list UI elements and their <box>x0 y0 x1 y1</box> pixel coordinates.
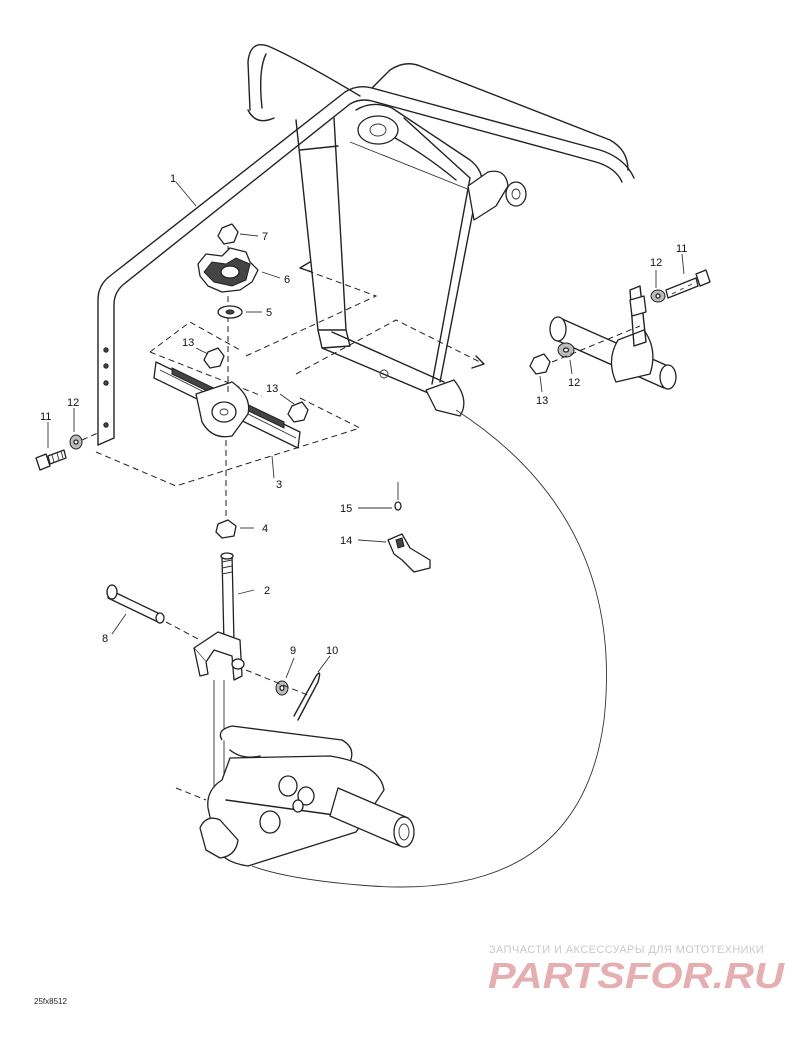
left-fasteners <box>35 431 101 471</box>
callout-12-right-top: 12 <box>650 257 662 269</box>
small-bracket <box>387 482 431 573</box>
motion-arrows <box>245 261 485 375</box>
steering-column <box>295 103 527 417</box>
callout-1: 1 <box>170 173 176 185</box>
frame-tube <box>97 44 635 446</box>
callout-12-left: 12 <box>67 397 79 409</box>
callout-13-plate-right: 13 <box>266 383 278 395</box>
right-clamp <box>529 269 711 390</box>
callout-2: 2 <box>264 585 270 597</box>
callout-10: 10 <box>326 645 338 657</box>
watermark-logo-text: PARTSFOR.RU <box>488 956 785 996</box>
ski-spindle <box>175 680 415 867</box>
callout-8: 8 <box>102 633 108 645</box>
steering-arm-plate <box>153 347 309 449</box>
callout-15: 15 <box>340 503 352 515</box>
watermark-logo: PARTSFOR.RU <box>488 956 785 996</box>
callout-5: 5 <box>266 307 272 319</box>
callout-14: 14 <box>340 535 352 547</box>
drawing-code: 25fx8512 <box>34 997 67 1006</box>
callout-labels: 1 2 3 4 5 6 7 8 9 10 11 11 12 12 12 13 1… <box>40 173 687 657</box>
clevis-bracket <box>106 584 321 721</box>
leader-lines <box>47 181 685 679</box>
assembly-arc <box>251 409 607 888</box>
callout-6: 6 <box>284 274 290 286</box>
callout-11-left: 11 <box>40 411 51 423</box>
watermark-tagline: ЗАПЧАСТИ И АКСЕССУАРЫ ДЛЯ МОТОТЕХНИКИ <box>489 944 765 956</box>
callout-4: 4 <box>262 523 268 535</box>
callout-11-right: 11 <box>676 243 687 255</box>
callout-13-plate-left: 13 <box>182 337 194 349</box>
callout-7: 7 <box>262 231 268 243</box>
callout-13-right: 13 <box>536 395 548 407</box>
callout-9: 9 <box>290 645 296 657</box>
star-knob-stack <box>197 223 259 392</box>
callout-3: 3 <box>276 479 282 491</box>
vertical-shaft <box>215 440 237 645</box>
callout-12-right-bottom: 12 <box>568 377 580 389</box>
